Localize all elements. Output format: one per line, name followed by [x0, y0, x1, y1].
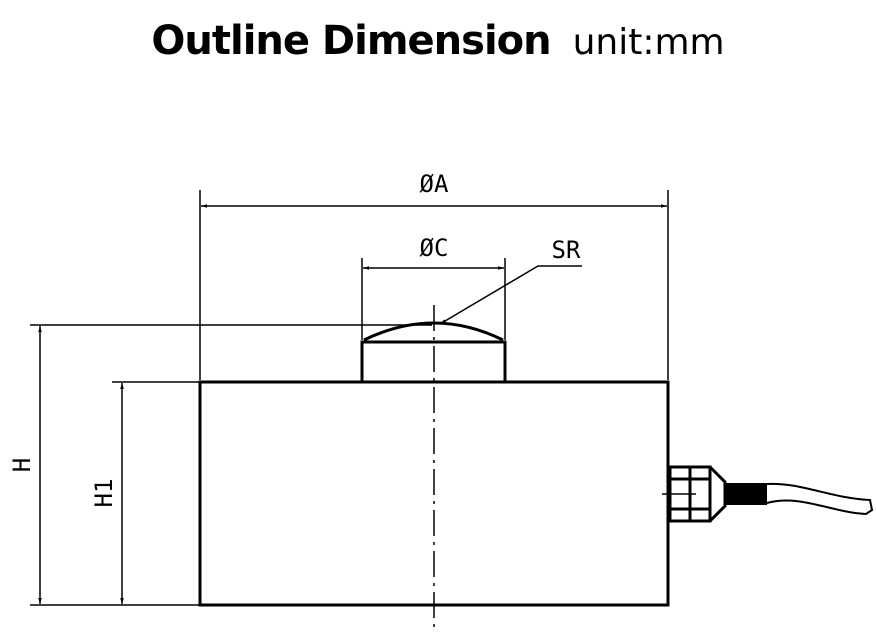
label-dia-a: ØA: [420, 170, 449, 198]
cable-sleeve: [725, 483, 767, 505]
sr-leader: [439, 265, 582, 325]
label-h1: H1: [90, 479, 118, 508]
title-unit: unit:mm: [572, 22, 725, 63]
drawing-title: Outline Dimension unit:mm: [0, 18, 876, 64]
label-h: H: [8, 458, 36, 472]
title-main: Outline Dimension: [151, 18, 551, 64]
dimension-h1: [112, 381, 200, 604]
dimension-dia-a: [199, 190, 669, 380]
label-sr: SR: [552, 236, 581, 264]
label-dia-c: ØC: [420, 234, 449, 262]
dimension-dia-c: [361, 258, 506, 340]
dimension-h: [30, 324, 432, 606]
loading-boss: [360, 340, 507, 382]
cable: [766, 482, 874, 516]
cable-gland: [662, 465, 727, 523]
